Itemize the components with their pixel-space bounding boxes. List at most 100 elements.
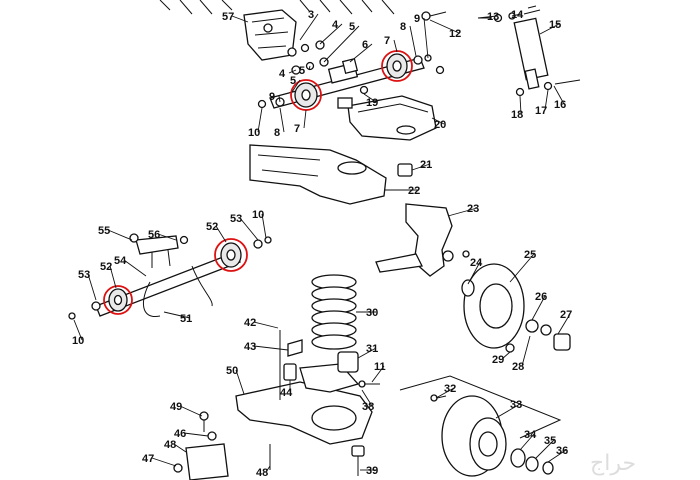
- leader-line-33: [495, 403, 521, 419]
- callout-8b: 8: [274, 127, 280, 139]
- leader-line-38: [361, 389, 373, 407]
- callout-34: 34: [524, 429, 537, 441]
- callout-13: 13: [487, 11, 499, 23]
- callout-23: 23: [467, 203, 479, 215]
- upper-bushing-right: [386, 53, 408, 79]
- front-rotor: [461, 263, 571, 353]
- leader-line-35: [535, 439, 555, 459]
- leader-line-43: [253, 345, 289, 351]
- leader-line-34: [519, 433, 535, 451]
- leader-line-42: [253, 321, 279, 329]
- leader-line-3: [299, 13, 319, 41]
- leader-line-8b: [279, 107, 285, 133]
- stabilizer-bushing-left: [68, 288, 128, 320]
- callout-35: 35: [544, 435, 556, 447]
- leader-line-11: [371, 365, 385, 383]
- leader-line-6: [349, 43, 373, 63]
- callout-14: 14: [511, 9, 524, 21]
- leader-line-52b: [109, 265, 117, 289]
- callout-4a: 4: [332, 19, 339, 31]
- callout-10a: 10: [248, 127, 260, 139]
- leader-line-50: [235, 369, 245, 395]
- leader-line-17: [544, 89, 549, 111]
- callout-7b: 7: [294, 123, 300, 135]
- callout-26: 26: [535, 291, 547, 303]
- leader-line-14: [511, 13, 522, 17]
- leader-line-32: [435, 387, 455, 399]
- leader-line-10c: [73, 319, 83, 341]
- callout-36: 36: [556, 445, 568, 457]
- callout-24: 24: [470, 257, 483, 269]
- callout-28: 28: [512, 361, 524, 373]
- callout-5c: 5: [290, 75, 296, 87]
- callout-30: 30: [366, 307, 378, 319]
- leader-line-47: [151, 457, 177, 467]
- leader-line-4a: [319, 23, 343, 45]
- callout-9: 9: [414, 13, 420, 25]
- leader-line-9b: [278, 95, 281, 103]
- upper-bushing-left: [294, 82, 318, 108]
- callout-18: 18: [511, 109, 523, 121]
- callout-55: 55: [98, 225, 110, 237]
- leader-line-16: [553, 85, 565, 105]
- leader-line-29: [501, 351, 511, 360]
- callout-33: 33: [510, 399, 522, 411]
- leader-line-57: [231, 15, 249, 23]
- leader-line-7a: [393, 39, 398, 53]
- leader-line-15: [539, 23, 560, 35]
- leader-line-18: [519, 95, 522, 115]
- callout-5b: 5: [299, 65, 305, 77]
- callout-10b: 10: [252, 209, 264, 221]
- shock-absorber: [478, 5, 581, 97]
- leader-line-8a: [409, 25, 417, 57]
- highlight-circle-stabilizer-left: [103, 285, 133, 315]
- callout-50: 50: [226, 365, 238, 377]
- coil-spring: [311, 274, 357, 350]
- callout-47: 47: [142, 453, 154, 465]
- callout-4b: 4: [279, 68, 286, 80]
- leader-line-54: [123, 259, 147, 277]
- leader-line-56: [157, 233, 177, 241]
- callout-6: 6: [362, 39, 368, 51]
- leader-line-24: [467, 261, 481, 285]
- callout-27: 27: [560, 309, 572, 321]
- leader-line-48b: [265, 465, 271, 473]
- leader-line-5a: [323, 25, 360, 63]
- leader-line-52a: [215, 225, 227, 243]
- callout-51: 51: [180, 313, 192, 325]
- leader-line-21: [411, 163, 431, 171]
- callout-39: 39: [366, 465, 378, 477]
- callout-16: 16: [554, 99, 566, 111]
- leader-line-31: [357, 347, 377, 359]
- leader-line-51: [163, 311, 191, 319]
- leader-line-4b: [288, 69, 297, 74]
- callout-17: 17: [535, 105, 547, 117]
- callout-29: 29: [492, 354, 504, 366]
- callout-8a: 8: [400, 21, 406, 33]
- callout-5a: 5: [349, 21, 355, 33]
- leader-line-7b: [303, 109, 307, 129]
- callout-54: 54: [114, 255, 127, 267]
- leader-line-5c: [291, 79, 301, 93]
- leader-line-26: [531, 295, 546, 321]
- callout-10c: 10: [72, 335, 84, 347]
- callout-42: 42: [244, 317, 256, 329]
- callout-57: 57: [222, 11, 234, 23]
- leader-line-49: [179, 405, 203, 417]
- callout-43: 43: [244, 341, 256, 353]
- leader-line-27: [557, 313, 571, 335]
- lower-control-arm: [235, 330, 380, 445]
- callout-38: 38: [362, 401, 374, 413]
- leader-line-46: [183, 432, 209, 437]
- callout-3: 3: [308, 9, 314, 21]
- callout-15: 15: [549, 19, 561, 31]
- leader-line-28: [521, 335, 531, 367]
- upper-control-arm-plate: [337, 95, 437, 141]
- lower-bracket-hardware: [173, 411, 365, 480]
- callout-31: 31: [366, 343, 378, 355]
- leader-line-12: [429, 19, 460, 34]
- leader-line-23: [447, 207, 478, 217]
- top-frame-hatch: [159, 0, 395, 15]
